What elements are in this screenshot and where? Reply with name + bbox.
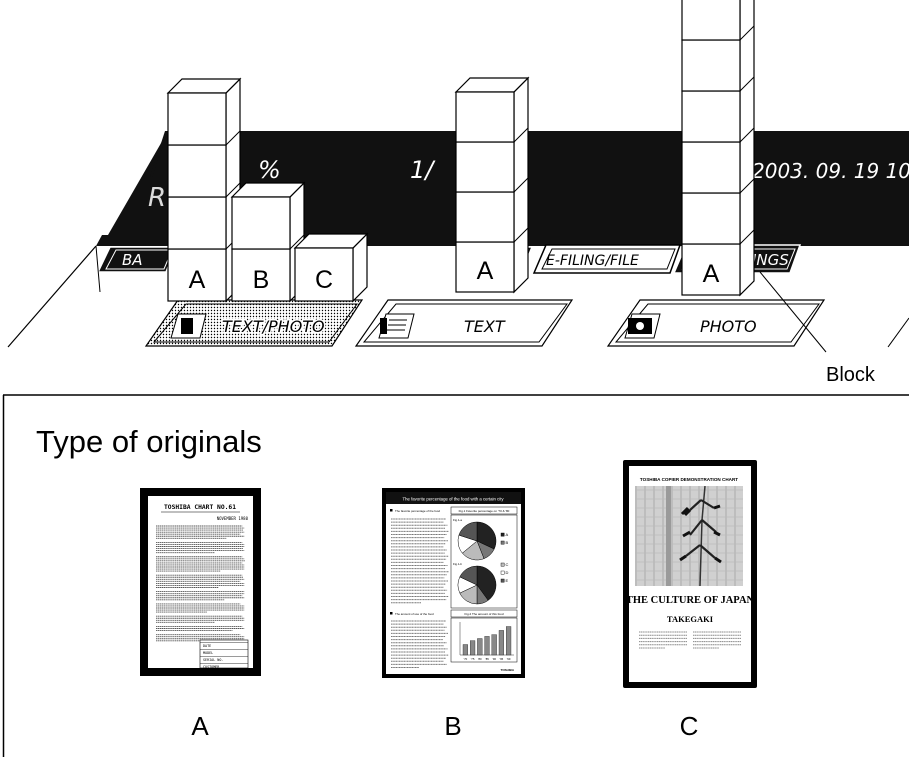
block-stack-photo-a: A (681, 0, 755, 297)
tab-ba-label: BA (122, 251, 143, 269)
original-b-fig1b: Fig.1-b (453, 562, 462, 566)
tab-efiling[interactable]: E-FILING/FILE (532, 244, 682, 274)
display-date: 2003. 09. 19 10:1 (752, 159, 909, 183)
original-c-label: C (680, 711, 699, 741)
block (294, 247, 354, 302)
pie-slice (476, 521, 497, 550)
original-a-label: A (191, 711, 209, 741)
text-icon (378, 313, 415, 339)
original-b-legend-item: C (506, 562, 509, 567)
original-b-fig2: Fig.2 The amount of this food (465, 612, 504, 616)
original-b-bar-year: '90 (492, 657, 496, 661)
block (681, 243, 741, 296)
mode-button-photo-label: PHOTO (700, 317, 757, 336)
block (681, 141, 741, 194)
original-b-bar-year: '99 (507, 657, 511, 661)
block-stack-label: A (477, 257, 494, 285)
original-b-legend-item: D (506, 570, 509, 575)
block-stack-text-a: A (454, 76, 530, 294)
original-b-title: The favorite percentage of the food with… (402, 497, 504, 502)
original-c-document: TOSHIBA COPIER DEMONSTRATION CHART THE C… (623, 460, 757, 688)
block-stack-text-photo-b: B (230, 181, 306, 303)
block (681, 39, 741, 92)
block-stack-label: A (703, 260, 720, 288)
original-a-form-field: DATE (203, 644, 211, 648)
original-b-label: B (444, 711, 461, 741)
mode-button-text-photo-label: TEXT/PHOTO (222, 317, 325, 336)
block-stack-label: A (189, 266, 206, 294)
original-a-form-field: SERIAL NO. (203, 658, 223, 662)
original-c-photo (635, 486, 743, 586)
bar (470, 640, 476, 656)
block (681, 90, 741, 143)
display-page-count: 1/ (410, 156, 436, 184)
block-stack-label: C (315, 266, 333, 294)
original-b-fig1: Fig.1 Favorite percentage on '70 & '80 (459, 509, 510, 513)
original-a-document: TOSHIBA CHART NO.61 NOVEMBER 1980 DATE MO… (140, 488, 261, 676)
original-a-form-field: MODEL (203, 651, 213, 655)
block (681, 0, 741, 41)
block (455, 191, 515, 243)
block (167, 92, 227, 146)
pie-slice (476, 565, 497, 601)
block-stack-label: B (253, 266, 270, 294)
block (231, 196, 291, 250)
block (455, 141, 515, 193)
original-a-footer-right: '80-11 (237, 672, 250, 676)
block (455, 91, 515, 143)
original-b-section1: The favorite percentage of the food (395, 509, 440, 513)
original-b-bar-year: '75 (471, 657, 475, 661)
original-a-form-field: CUSTOMER (203, 665, 220, 669)
original-b-legend-item: B (506, 540, 509, 545)
tab-efiling-label: E-FILING/FILE (546, 253, 639, 269)
original-b-footer: TOSHIBA (501, 668, 515, 672)
bar (462, 644, 468, 656)
mode-button-text-label: TEXT (464, 317, 506, 336)
block-callout-label: Block (826, 364, 876, 386)
block-stack-text-photo-c: C (293, 232, 369, 303)
block (167, 144, 227, 198)
original-a-date: NOVEMBER 1980 (217, 516, 249, 521)
bar (491, 634, 497, 656)
original-c-subtitle: TAKEGAKI (667, 614, 714, 624)
original-b-bar-year: '85 (485, 657, 489, 661)
block-stack-text-photo-a: A (166, 77, 242, 303)
block (455, 241, 515, 293)
tab-ba[interactable]: BA (96, 246, 178, 273)
originals-frame (2, 394, 909, 757)
original-c-title: THE CULTURE OF JAPAN (626, 595, 755, 606)
original-c-header: TOSHIBA COPIER DEMONSTRATION CHART (640, 477, 738, 482)
control-panel-illustration: R % 1/ 2003. 09. 19 10:1 BA ED E-FILING/… (7, 0, 909, 386)
block (681, 192, 741, 245)
block (167, 196, 227, 250)
original-a-footer-left: TOSHIBA CORPORATION (154, 672, 195, 676)
original-b-bar-year: '80 (478, 657, 482, 661)
display-ready-fragment: R (148, 183, 166, 213)
original-b-bar-year: '70 (464, 657, 468, 661)
display-percent: % (258, 156, 281, 184)
original-b-bar-year: '95 (500, 657, 504, 661)
pie-slice (458, 521, 478, 542)
pie-slice (459, 565, 478, 586)
bar (506, 626, 512, 656)
tab-settings-label: INGS (752, 251, 789, 269)
mode-button-text[interactable]: TEXT (354, 299, 574, 347)
bar (477, 638, 483, 656)
block-callout-line (759, 271, 827, 353)
original-b-fig1a: Fig.1-a (453, 518, 462, 522)
bar (498, 630, 504, 656)
originals-heading: Type of originals (36, 424, 262, 459)
original-b-legend-item: E (506, 578, 509, 583)
original-b-document: The favorite percentage of the food with… (382, 488, 525, 678)
original-b-section2: The amount of use of the food (395, 612, 434, 616)
bar (484, 636, 490, 656)
photo-icon (624, 313, 661, 339)
block (167, 248, 227, 302)
original-b-legend-item: A (506, 532, 509, 537)
mode-button-text-photo[interactable]: TEXT/PHOTO (144, 299, 364, 347)
text-photo-icon (170, 313, 207, 339)
mode-button-photo[interactable]: PHOTO (606, 299, 826, 347)
original-a-title: TOSHIBA CHART NO.61 (164, 504, 236, 511)
